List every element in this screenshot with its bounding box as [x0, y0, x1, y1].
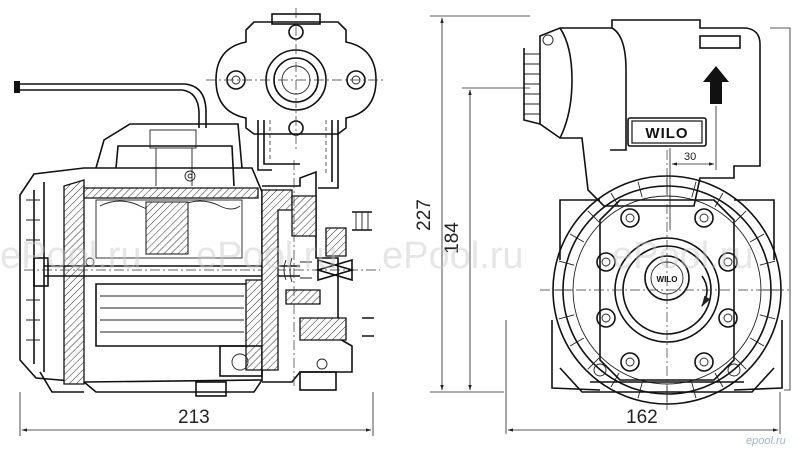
- fan-rib: [610, 192, 620, 208]
- side-width-label: 213: [178, 407, 210, 428]
- total-height-label: 227: [414, 199, 435, 231]
- fan-rib: [749, 233, 765, 243]
- bolt-icon: [694, 352, 714, 372]
- corner-watermark: epool.ru: [746, 435, 786, 447]
- watermark-text-4: ePool.ru: [612, 235, 754, 277]
- fan-rib: [714, 192, 724, 208]
- fan-rib: [569, 337, 585, 347]
- fan-rib: [759, 314, 776, 320]
- bolt-icon: [718, 252, 738, 272]
- fan-rib: [558, 314, 575, 320]
- fan-rib: [714, 372, 724, 388]
- watermark-text-3: ePool.ru: [382, 235, 524, 277]
- dim-side-width: 213: [19, 392, 374, 436]
- pump-head-section: [261, 160, 374, 388]
- front-width-label: 162: [626, 407, 658, 428]
- fan-ribs: [555, 178, 779, 402]
- inlet-height-label: 184: [442, 222, 463, 254]
- fan-rib: [637, 382, 643, 399]
- fan-rib: [734, 357, 747, 370]
- bolt-icon: [620, 208, 640, 228]
- watermark: ePool.ru ePool.ru ePool.ru ePool.ru epoo…: [0, 235, 786, 447]
- flow-direction-arrow-icon: [703, 66, 729, 104]
- discharge-pipe: [257, 120, 339, 189]
- bolt-icon: [718, 308, 738, 328]
- fan-rib: [587, 357, 600, 370]
- fan-rib: [610, 372, 620, 388]
- fan-rib: [734, 210, 747, 223]
- front-base: [540, 150, 792, 410]
- side-feet: [195, 371, 337, 397]
- fan-rib: [759, 260, 776, 266]
- wilo-plate-label: WILO: [645, 125, 688, 142]
- flange-bolts: [596, 208, 738, 372]
- power-cable: [14, 81, 207, 128]
- bolt-icon: [694, 208, 714, 228]
- fan-rib: [637, 181, 643, 198]
- terminal-box: [95, 123, 243, 187]
- motor-housing: [19, 167, 380, 393]
- front-view: WILO 30 WILO: [505, 19, 792, 434]
- pump-upper-body: WILO 30: [523, 19, 761, 230]
- watermark-text-1: ePool.ru: [0, 235, 142, 277]
- fan-rib: [569, 233, 585, 243]
- watermark-text-2: ePool.ru: [196, 235, 338, 277]
- fan-rib: [691, 382, 697, 399]
- side-view: 213: [14, 8, 386, 436]
- fan-rib: [749, 337, 765, 347]
- outlet-offset-label: 30: [684, 151, 696, 163]
- vertical-dimensions: 227 184: [414, 15, 530, 393]
- bolt-icon: [620, 352, 640, 372]
- fan-rib: [587, 210, 600, 223]
- bolt-icon: [596, 308, 616, 328]
- fan-rib: [558, 260, 575, 266]
- fan-rib: [691, 181, 697, 198]
- bolt-icon: [596, 252, 616, 272]
- dim-front-width: 162: [505, 27, 791, 434]
- outlet-flange-top: [206, 8, 386, 152]
